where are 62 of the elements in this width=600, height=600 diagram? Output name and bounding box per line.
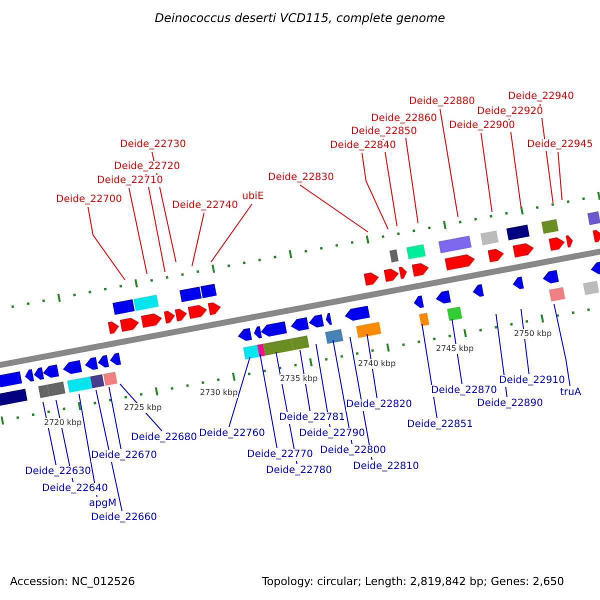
- gene-label: Deide_22780: [266, 465, 332, 477]
- gene-label: Deide_22820: [346, 399, 412, 411]
- leader-line: [480, 132, 492, 212]
- gene-label: Deide_22840: [330, 140, 396, 152]
- leader-line: [300, 184, 368, 232]
- genome-summary: Topology: circular; Length: 2,819,842 bp; Genes: 2,650: [262, 575, 564, 588]
- scale-label: 2740 kbp: [358, 359, 396, 369]
- scale-label: 2730 kbp: [200, 388, 238, 398]
- gene-label: Deide_22790: [299, 428, 365, 440]
- leader-line: [192, 212, 204, 266]
- gene-label: Deide_22890: [477, 398, 543, 410]
- gene-label: Deide_22670: [91, 450, 157, 462]
- gene-label: apgM: [89, 498, 116, 510]
- gene-label: Deide_22945: [527, 139, 593, 151]
- leader-line: [146, 174, 166, 272]
- gene-label: Deide_22720: [114, 161, 180, 173]
- gene-label: Deide_22870: [431, 385, 497, 397]
- scale-label: 2745 kbp: [436, 344, 474, 354]
- leader-line: [108, 386, 122, 450]
- scale-label: 2720 kbp: [44, 418, 82, 428]
- scale-label: 2735 kbp: [280, 374, 318, 384]
- leader-line: [440, 108, 458, 218]
- gene-label: Deide_22680: [131, 432, 197, 444]
- gene-label: Deide_22940: [508, 91, 574, 103]
- gene-label: Deide_22770: [247, 449, 313, 461]
- leader-line: [128, 188, 148, 274]
- gene-label: Deide_22710: [97, 175, 163, 187]
- scale-label: 2725 kbp: [124, 403, 162, 413]
- gene-label: Deide_22730: [120, 139, 186, 151]
- leader-line: [88, 206, 126, 280]
- gene-label: Deide_22860: [371, 113, 437, 125]
- gene-label: Deide_22700: [56, 194, 122, 206]
- scale-label: 2750 kbp: [514, 329, 552, 339]
- gene-label: Deide_22760: [199, 428, 265, 440]
- gene-label: Deide_22630: [25, 466, 91, 478]
- gene-label: Deide_22740: [172, 200, 238, 212]
- gene-label: Deide_22810: [353, 461, 419, 473]
- leader-line: [558, 152, 562, 200]
- accession-text: Accession: NC_012526: [10, 575, 136, 588]
- gene-label: Deide_22640: [42, 483, 108, 495]
- leader-line: [228, 356, 250, 428]
- leader-line: [316, 344, 330, 428]
- leader-line: [96, 390, 122, 512]
- leader-line: [362, 152, 388, 230]
- gene-label: Deide_22781: [279, 412, 345, 424]
- gene-label: Deide_22900: [449, 120, 515, 132]
- leader-line: [78, 394, 98, 498]
- gene-label: Deide_22800: [320, 445, 386, 457]
- gene-label: Deide_22920: [477, 106, 543, 118]
- leader-line: [210, 204, 252, 262]
- gene-label: Deide_22850: [351, 126, 417, 138]
- leader-line: [260, 354, 278, 448]
- gene-label: Deide_22880: [409, 96, 475, 108]
- leader-line: [382, 138, 398, 226]
- leader-line: [508, 118, 522, 208]
- gene-label: Deide_22660: [91, 512, 157, 524]
- leader-line: [422, 324, 438, 418]
- gene-label: Deide_22830: [268, 172, 334, 184]
- leader-line: [554, 304, 570, 386]
- leader-line: [332, 340, 352, 444]
- gene-label: Deide_22910: [499, 375, 565, 387]
- gene-label: Deide_22851: [407, 419, 473, 431]
